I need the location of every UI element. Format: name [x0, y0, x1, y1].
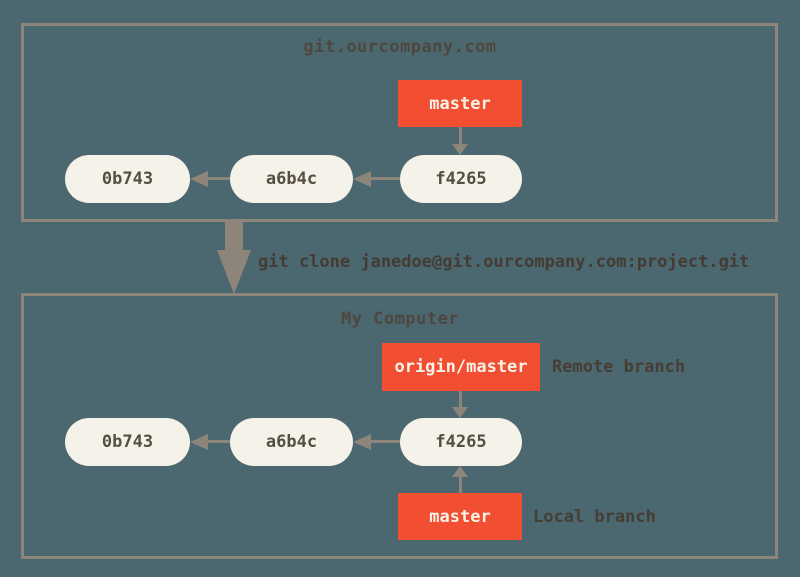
clone-arrow-head-icon	[217, 250, 251, 294]
local-branch-annotation: Local branch	[533, 507, 656, 527]
local-commit-arrow-head-icon-2	[353, 434, 371, 450]
local-branch-arrow-line	[459, 477, 462, 493]
local-commit-0b743: 0b743	[65, 418, 190, 466]
server-commit-arrow-head-icon-1	[190, 171, 208, 187]
clone-command-label: git clone janedoe@git.ourcompany.com:pro…	[258, 252, 750, 272]
local-branch-arrow-head-icon	[452, 466, 468, 477]
clone-arrow-shaft	[225, 222, 243, 251]
local-commit-f4265: f4265	[400, 418, 522, 466]
server-repository-box	[21, 23, 778, 222]
server-commit-arrow-line-1	[206, 177, 230, 180]
remote-tracking-branch-badge: origin/master	[382, 343, 540, 391]
server-commit-f4265: f4265	[400, 155, 522, 203]
remote-branch-arrow-head-icon	[452, 407, 468, 418]
local-commit-arrow-line-1	[206, 440, 230, 443]
local-title: My Computer	[340, 309, 460, 329]
local-computer-box	[21, 293, 778, 559]
server-branch-arrow-line	[459, 127, 462, 145]
server-title: git.ourcompany.com	[303, 37, 497, 57]
server-commit-0b743: 0b743	[65, 155, 190, 203]
server-master-branch-badge: master	[398, 80, 522, 127]
server-commit-a6b4c: a6b4c	[230, 155, 353, 203]
local-commit-arrow-line-2	[369, 440, 400, 443]
remote-branch-arrow-line	[459, 391, 462, 408]
local-master-branch-badge: master	[398, 493, 522, 540]
server-commit-arrow-line-2	[369, 177, 400, 180]
server-commit-arrow-head-icon-2	[353, 171, 371, 187]
local-commit-a6b4c: a6b4c	[230, 418, 353, 466]
remote-branch-annotation: Remote branch	[552, 357, 686, 377]
local-commit-arrow-head-icon-1	[190, 434, 208, 450]
server-branch-arrow-head-icon	[452, 144, 468, 155]
